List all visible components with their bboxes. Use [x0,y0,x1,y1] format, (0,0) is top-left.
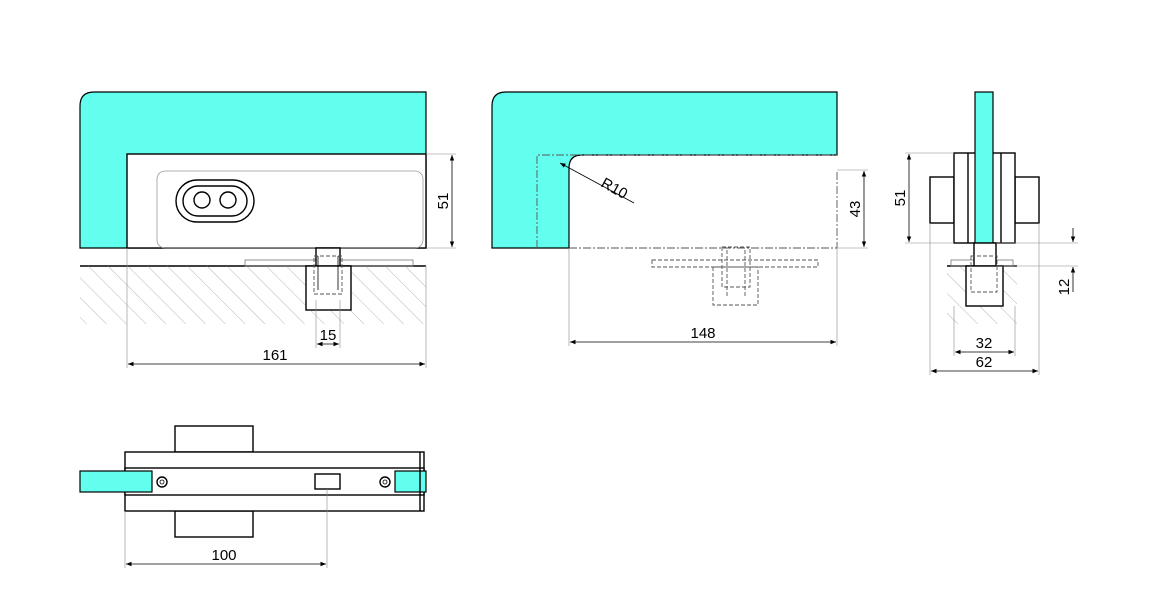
pivot-pin-end [973,242,997,267]
front-view: 51 15 161 [79,91,456,368]
dim-pin-depth-label: 12 [1056,279,1073,296]
bracket-view: R10 43 148 [491,91,868,346]
dim-height-label: 51 [435,193,452,210]
dim-height-51-end-label: 51 [892,190,909,207]
screw-icon [379,476,391,488]
hidden-plate [651,259,819,268]
pivot-slot [314,473,341,490]
cap-bottom [174,510,254,538]
floor-hatch [80,266,426,324]
pivot-pin [315,247,341,267]
screw-icon [156,476,168,488]
glass-edge [974,91,994,244]
glass-right [394,470,427,493]
end-view: 51 12 32 62 [892,91,1078,375]
dim-pin-label: 15 [320,327,337,344]
side-cap-left [929,176,955,224]
dim-radius-leader [559,162,635,204]
dim-inner-label: 32 [976,335,993,352]
top-view: 100 [79,425,427,568]
fitting-inner-outline [156,170,424,249]
hidden-socket [712,266,759,306]
socket-hidden [313,255,343,295]
cap-top [174,425,254,453]
dim-outer-label: 62 [976,354,993,371]
dim-axis-label: 100 [211,547,236,564]
patch-fitting [126,153,427,249]
side-cap-right [1014,176,1040,224]
glass-left [79,470,153,493]
dim-height-43-label: 43 [847,201,864,218]
dim-width-148-label: 148 [690,325,715,342]
dim-width-label: 161 [262,347,287,364]
glass-panel-corner [491,91,838,249]
floor-socket [305,265,352,311]
keyhole-icon [175,179,255,223]
